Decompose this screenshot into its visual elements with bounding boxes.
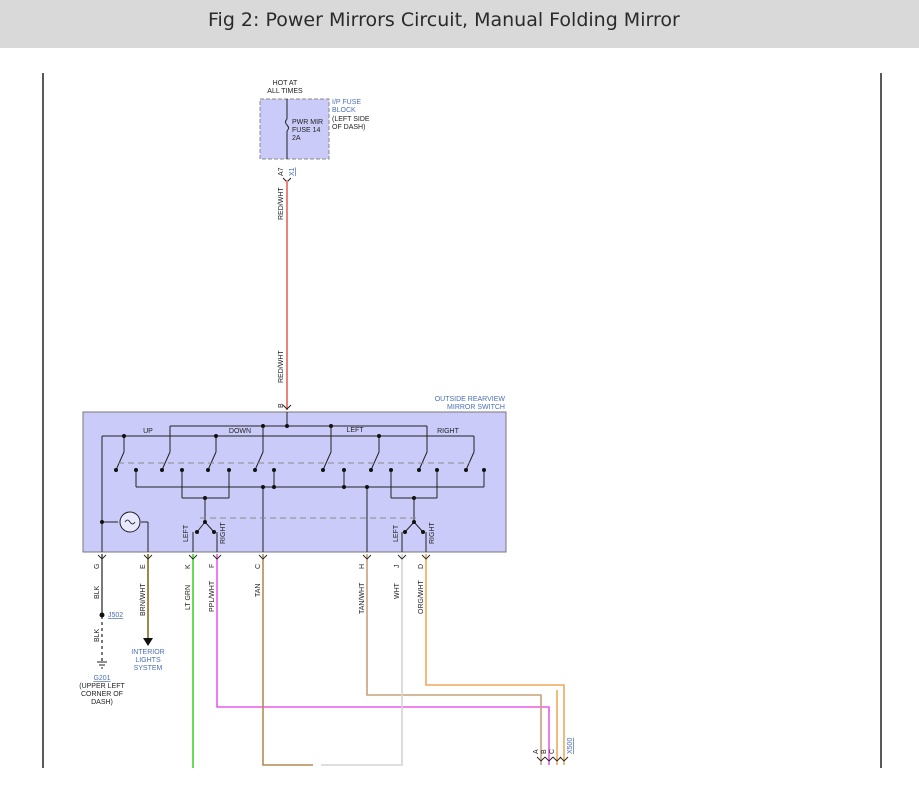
fuse-box (259, 98, 330, 160)
arrow-down-icon (143, 638, 153, 646)
wire-label-org-wht: ORG/WHT (418, 579, 425, 614)
wire-label-ppl-wht: PPL/WHT (209, 580, 216, 612)
position-down-label: DOWN (229, 428, 251, 435)
fuse-block-2: BLOCK (332, 107, 356, 114)
interior-2: LIGHTS (135, 657, 161, 664)
bottom-pin-c: C (549, 749, 556, 754)
fuse-block-1: I/P FUSE (332, 99, 361, 106)
page-title: Fig 2: Power Mirrors Circuit, Manual Fol… (208, 9, 680, 31)
fuse-group: HOT AT ALL TIMES PWR MIR FUSE 14 2A I/P … (259, 80, 370, 183)
wire-wht (321, 554, 403, 766)
output-wires (101, 554, 565, 768)
wire-ppl-wht (216, 554, 550, 765)
wire-label-wht: WHT (394, 582, 401, 599)
position-left-label: LEFT (346, 427, 364, 434)
switch-bus-lines (101, 412, 485, 552)
wire-label-lt-grn: LT GRN (185, 585, 192, 610)
pin-g: G (94, 564, 101, 569)
fuse-element-icon (285, 118, 289, 132)
side-label-right-2: RIGHT (429, 522, 436, 545)
wire-label-tan-wht: TAN/WHT (359, 582, 366, 614)
side-label-right-1: RIGHT (220, 522, 227, 545)
wire-label-tan: TAN (255, 584, 262, 597)
splice-dot (99, 612, 105, 618)
pin-e: E (140, 564, 147, 569)
bottom-connector-name: X500 (567, 738, 574, 754)
ground-name: G201 (93, 675, 110, 682)
bottom-connector (536, 756, 569, 762)
bottom-pin-b: B (541, 749, 548, 754)
wire-red-wht-label-1: RED/WHT (278, 187, 285, 220)
hot-label-1: HOT AT (273, 80, 298, 87)
position-up-label: UP (143, 428, 153, 435)
side-label-left-2: LEFT (393, 524, 400, 542)
switch-nodes (100, 424, 486, 534)
interior-3: SYSTEM (134, 665, 163, 672)
switch-name-1: OUTSIDE REARVIEW (435, 396, 506, 403)
interior-1: INTERIOR (131, 649, 164, 656)
fuse-name-1: PWR MIR (292, 119, 323, 126)
wire-label-brn-wht: BRN/WHT (140, 583, 147, 616)
fuse-pin: A7 (278, 167, 285, 176)
output-chevrons (97, 554, 431, 560)
ground-icon (97, 661, 107, 669)
fuse-block-4: OF DASH) (332, 124, 365, 131)
mirror-switch: OUTSIDE REARVIEW MIRROR SWITCH UP DOWN L… (82, 396, 507, 553)
switch-box (82, 411, 507, 553)
switch-input-pin: B (278, 403, 285, 408)
pin-c: C (255, 564, 262, 569)
pin-f: F (209, 564, 216, 568)
position-right-label: RIGHT (437, 428, 460, 435)
ground-desc-2: CORNER OF (81, 691, 123, 698)
ground-desc-1: (UPPER LEFT (79, 683, 125, 690)
wire-red-wht-label-2: RED/WHT (278, 350, 285, 383)
splice-label: J502 (108, 612, 123, 619)
fuse-block-3: (LEFT SIDE (332, 116, 370, 123)
wire-org-wht (425, 554, 565, 765)
wire-tan-wht (366, 554, 542, 765)
ground-wire-label: BLK (94, 628, 101, 642)
wire-label-blk: BLK (94, 585, 101, 599)
fuse-name-3: 2A (292, 135, 301, 142)
ground-desc-3: DASH) (91, 699, 113, 706)
hot-label-2: ALL TIMES (267, 88, 303, 95)
wire-tan (262, 554, 313, 766)
pin-j: J (394, 565, 401, 569)
pin-h: H (359, 564, 366, 569)
fuse-connector: X1 (289, 167, 296, 176)
bottom-pin-a: A (533, 749, 540, 754)
pin-k: K (185, 564, 192, 569)
header-bar: Fig 2: Power Mirrors Circuit, Manual Fol… (0, 0, 919, 48)
connector-chevron-icon (282, 404, 292, 410)
pin-d: D (418, 564, 425, 569)
switch-name-2: MIRROR SWITCH (447, 404, 505, 411)
side-label-left-1: LEFT (183, 524, 190, 542)
fuse-name-2: FUSE 14 (292, 127, 321, 134)
